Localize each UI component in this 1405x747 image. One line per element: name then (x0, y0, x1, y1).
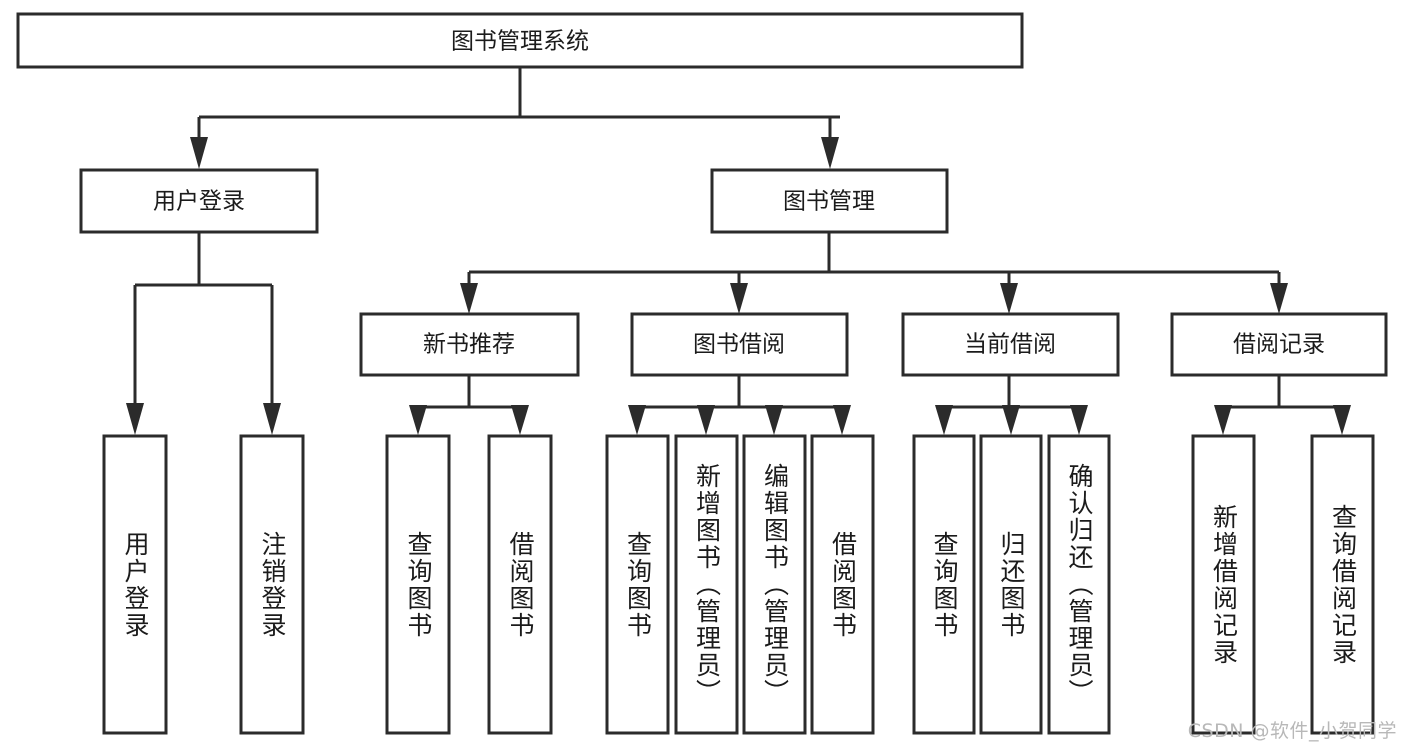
arrow-head-icon (190, 137, 208, 169)
arrow-head-icon (1270, 283, 1288, 314)
arrow-head-icon (1070, 405, 1088, 435)
leaf-box-user-login-2[interactable] (239, 434, 305, 735)
leaf-box-book-borrow-1[interactable] (605, 434, 670, 735)
node-new-book-recommend-label: 新书推荐 (423, 332, 515, 358)
node-root-label: 图书管理系统 (451, 29, 589, 55)
leaf-box-book-borrow-3[interactable] (742, 434, 807, 735)
node-book-manage-box[interactable] (710, 168, 949, 234)
connector-group-new-book (409, 375, 529, 435)
node-book-manage[interactable]: 图书管理 (710, 168, 949, 234)
arrow-head-icon (1000, 283, 1018, 314)
leaf-box-current-borrow-3[interactable] (1047, 434, 1111, 735)
node-borrow-record[interactable]: 借阅记录 (1170, 312, 1388, 377)
arrow-head-icon (833, 405, 851, 435)
arrow-head-icon (511, 405, 529, 435)
arrow-head-icon (126, 403, 144, 435)
leaf-box-new-book-2[interactable] (487, 434, 553, 735)
leaf-box-borrow-record-1[interactable] (1191, 434, 1256, 735)
node-user-login[interactable]: 用户登录 (79, 168, 319, 234)
arrow-head-icon (409, 405, 427, 435)
connector-group-borrow-record (1214, 375, 1351, 435)
leaf-box-book-borrow-2[interactable] (674, 434, 739, 735)
arrow-head-icon (263, 403, 281, 435)
leaf-box-current-borrow-1[interactable] (912, 434, 976, 735)
node-book-borrow[interactable]: 图书借阅 (630, 312, 849, 377)
connector-group-book-manage (460, 232, 1288, 314)
node-user-login-label: 用户登录 (153, 189, 245, 215)
arrow-head-icon (1333, 405, 1351, 435)
node-new-book-recommend[interactable]: 新书推荐 (359, 312, 580, 377)
arrow-head-icon (1214, 405, 1232, 435)
arrow-head-icon (697, 405, 715, 435)
node-user-login-box[interactable] (79, 168, 319, 234)
arrow-head-icon (1002, 405, 1020, 435)
arrow-head-icon (460, 283, 478, 314)
arrow-head-icon (628, 405, 646, 435)
node-book-manage-label: 图书管理 (783, 189, 875, 215)
arrow-head-icon (730, 283, 748, 314)
connector-group-root (190, 66, 840, 169)
node-current-borrow[interactable]: 当前借阅 (901, 312, 1120, 377)
node-root-box[interactable] (16, 12, 1024, 69)
leaf-box-new-book-1[interactable] (385, 434, 451, 735)
leaf-box-book-borrow-4[interactable] (810, 434, 875, 735)
leaf-box-borrow-record-2[interactable] (1310, 434, 1375, 735)
watermark: CSDN @软件_小贺同学 (1187, 720, 1397, 742)
arrow-head-icon (765, 405, 783, 435)
node-book-borrow-box[interactable] (630, 312, 849, 377)
leaf-box-user-login-1[interactable] (102, 434, 168, 735)
connector-group-user-login (126, 232, 281, 435)
leaf-box-current-borrow-2[interactable] (979, 434, 1043, 735)
node-current-borrow-label: 当前借阅 (964, 332, 1056, 358)
node-new-book-recommend-box[interactable] (359, 312, 580, 377)
connector-group-book-borrow (628, 375, 851, 435)
arrow-head-icon (935, 405, 953, 435)
node-book-borrow-label: 图书借阅 (693, 332, 785, 358)
connector-group-current-borrow (935, 375, 1088, 435)
node-borrow-record-box[interactable] (1170, 312, 1388, 377)
node-current-borrow-box[interactable] (901, 312, 1120, 377)
node-borrow-record-label: 借阅记录 (1233, 332, 1325, 358)
node-root[interactable]: 图书管理系统 (16, 12, 1024, 69)
arrow-head-icon (821, 137, 839, 169)
